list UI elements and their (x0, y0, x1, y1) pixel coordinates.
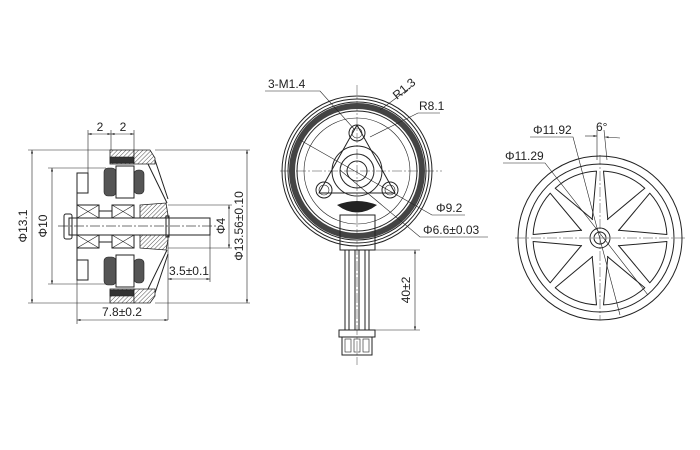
spoke-window (603, 170, 646, 221)
leaders (265, 86, 488, 331)
bell-wall-top (147, 159, 169, 204)
dim-width-2: 2 (120, 120, 127, 134)
cable-exit (339, 214, 376, 251)
bell-outer (517, 155, 683, 321)
base-mount (76, 259, 89, 281)
spoke-window (617, 241, 668, 284)
base-mount (76, 172, 89, 194)
screw-hole (348, 124, 366, 142)
dim-r-large: R8.1 (419, 99, 445, 113)
dim-outer-dia: Φ13.1 (16, 209, 30, 242)
bearings (76, 204, 135, 249)
magnet-bottom (109, 289, 135, 297)
winding (103, 256, 117, 286)
shaft-clip (165, 215, 170, 238)
dim-total-length: 7.8±0.2 (102, 305, 142, 319)
magnet-ring (289, 103, 425, 239)
screw-hole (381, 181, 399, 199)
dim-dia-1192: Φ11.92 (533, 123, 572, 137)
dim-dia-92: Φ9.2 (436, 201, 463, 215)
bell-rim-bottom (133, 288, 156, 304)
dim-dia-66: Φ6.6±0.03 (423, 223, 480, 237)
spoke-window (617, 192, 668, 235)
cable-grommet (337, 201, 377, 213)
winding (133, 169, 145, 195)
dimension-lines (28, 130, 250, 324)
bottom-view: 3-M1.4 R1.3 R8.1 Φ9.2 Φ6.6±0.03 40±2 (265, 75, 488, 365)
dim-dia-1129: Φ11.29 (505, 149, 544, 163)
dim-shaft-dia: Φ4 (214, 218, 228, 235)
leaders (503, 129, 649, 316)
winding (103, 167, 117, 197)
shaft (68, 217, 211, 236)
dim-spoke-angle: 6° (596, 120, 608, 134)
spoke-window (603, 255, 646, 306)
dim-screw-holes: 3-M1.4 (268, 77, 306, 91)
bell-wall-bottom (147, 249, 169, 294)
spoke-window (532, 241, 583, 284)
hub-top (139, 202, 169, 219)
spoke-window (554, 255, 597, 306)
side-view: Φ13.1 Φ10 2 2 Φ4 Φ13.56±0.10 3.5±0.1 7.8… (16, 120, 250, 324)
hub (589, 227, 611, 249)
dim-bell-dia: Φ13.56±0.10 (232, 191, 246, 261)
dim-shaft-length: 3.5±0.1 (169, 264, 209, 278)
dim-cable-length: 40±2 (399, 276, 413, 303)
bell-rim-top (133, 149, 156, 165)
spoke-windows (532, 170, 668, 306)
base-triangle (318, 124, 396, 194)
dim-r-small: R1.3 (390, 75, 419, 102)
shaft-nut (63, 213, 73, 240)
screw-hole (315, 181, 333, 199)
spoke-window (532, 192, 583, 235)
spoke-window (554, 170, 597, 221)
dim-stator-dia: Φ10 (36, 214, 50, 237)
stator-core (115, 165, 135, 199)
top-view: Φ11.92 Φ11.29 6° (503, 120, 685, 321)
magnet-top (109, 156, 135, 164)
connector (338, 329, 376, 356)
outer-ring (281, 95, 433, 247)
hub-bottom (139, 234, 169, 251)
winding (133, 258, 145, 284)
wires (344, 250, 370, 330)
dim-width-1: 2 (97, 120, 104, 134)
stator-core (115, 254, 135, 288)
